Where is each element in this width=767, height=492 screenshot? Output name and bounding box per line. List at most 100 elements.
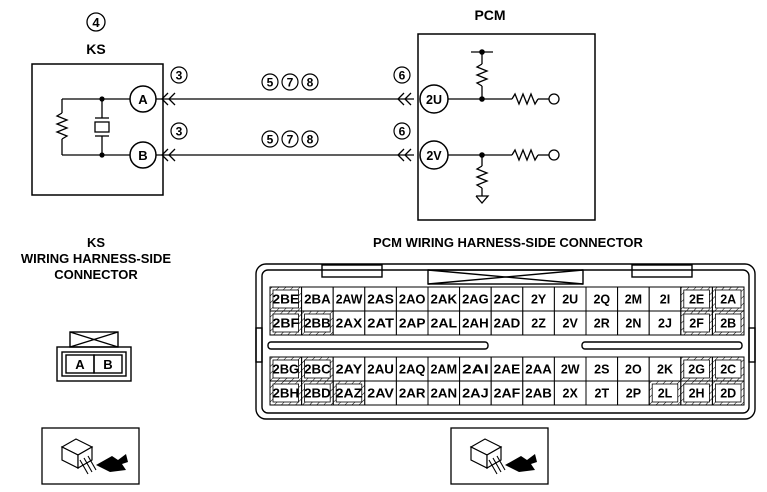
pcm-connector-pin: 2F xyxy=(680,310,713,336)
pcm-connector-pin: 2Y xyxy=(522,286,555,312)
pcm-connector-pin-label: 2AL xyxy=(431,317,458,331)
callout-number: 7 xyxy=(287,76,294,90)
pcm-connector-housing xyxy=(255,263,756,420)
pcm-connector-pin: 2A xyxy=(711,286,745,312)
pcm-connector-pin: 2AO xyxy=(395,286,429,312)
pcm-connector-pin: 2W xyxy=(553,356,587,382)
ks-pin-a: A xyxy=(129,85,157,113)
pcm-connector-pin: 2AA xyxy=(522,356,555,382)
pcm-connector-pin: 2X xyxy=(553,380,587,406)
pcm-pin-upper-label: 2U xyxy=(426,93,442,107)
pcm-connector-pin-label: 2BC xyxy=(304,363,331,377)
ks-pin-a-label: A xyxy=(138,92,148,107)
pcm-connector-pin: 2C xyxy=(711,356,745,382)
pcm-connector-pin-label: 2AP xyxy=(399,317,426,331)
callout-number: 7 xyxy=(287,133,294,147)
callout-number: 8 xyxy=(307,133,314,147)
junction-dot xyxy=(99,96,105,102)
pcm-connector-pin-label: 2AA xyxy=(525,363,552,377)
callout-number: 6 xyxy=(399,69,406,83)
pcm-connector-pin: 2BC xyxy=(301,356,334,382)
pcm-connector-pin-label: 2AD xyxy=(494,317,521,331)
pcm-connector-pin: 2U xyxy=(553,286,587,312)
pcm-connector-pin-label: 2AO xyxy=(399,293,426,307)
pcm-connector-pin-label: 2Z xyxy=(531,317,546,331)
pcm-connector-pin: 2BA xyxy=(301,286,334,312)
ks-pin-b: B xyxy=(129,141,157,169)
connector-view-icon xyxy=(450,427,549,485)
pcm-connector-pin-label: 2BF xyxy=(273,317,300,331)
pcm-connector-pin: 2AK xyxy=(427,286,461,312)
pcm-connector-pin: 2O xyxy=(617,356,650,382)
ks-connector-title-line: CONNECTOR xyxy=(54,267,138,282)
pcm-connector-pin-label: 2AZ xyxy=(336,387,363,401)
pcm-connector-pin-label: 2AM xyxy=(431,363,458,377)
pcm-connector-pin-label: 2AW xyxy=(336,293,363,307)
pcm-connector-pin: 2D xyxy=(711,380,745,406)
ks-internal-circuit xyxy=(55,98,130,156)
pcm-connector-pin: 2BH xyxy=(269,380,303,406)
ks-pin-b-label: B xyxy=(138,148,147,163)
callout-number: 5 xyxy=(267,133,274,147)
pcm-connector-pin-label: 2J xyxy=(658,317,672,331)
ks-connector-title-line: WIRING HARNESS-SIDE xyxy=(21,251,172,266)
pcm-connector-pin: 2P xyxy=(617,380,650,406)
pcm-connector-pin-label: 2X xyxy=(563,387,579,401)
ks-callout-number: 4 xyxy=(92,15,100,30)
pcm-title: PCM xyxy=(474,7,505,23)
pcm-connector-pin-label: 2R xyxy=(594,317,610,331)
pcm-connector-pin-label: 2AB xyxy=(525,387,552,401)
pcm-connector-pin-label: 2P xyxy=(626,387,641,401)
pcm-connector-pin-label: 2K xyxy=(657,363,673,377)
ks-connector-title-line: KS xyxy=(87,235,105,250)
pcm-connector-pin: 2AW xyxy=(332,286,366,312)
pcm-connector-pin-label: 2N xyxy=(625,317,641,331)
pcm-connector-pin-label: 2AC xyxy=(494,293,521,307)
pcm-connector-pin: 2L xyxy=(648,380,682,406)
pcm-pin-lower-label: 2V xyxy=(426,149,442,163)
pcm-connector-pin-label: 2AG xyxy=(462,293,489,307)
pcm-connector-pin: 2BF xyxy=(269,310,303,336)
junction-dot xyxy=(479,152,485,158)
pcm-connector-pin: 2S xyxy=(585,356,619,382)
pcm-connector-pin: 2N xyxy=(617,310,650,336)
pcm-pin-lower: 2V xyxy=(419,140,449,170)
ks-connector-face xyxy=(56,331,132,382)
pcm-connector-pin-label: 2S xyxy=(594,363,609,377)
pcm-connector-pin-label: 2AS xyxy=(367,293,394,307)
ks-pin-b-callout: 3 xyxy=(170,122,188,140)
pcm-connector-pin-label: 2AE xyxy=(494,363,521,377)
pcm-connector-pin-label: 2I xyxy=(660,293,670,307)
pcm-connector-pin: 2R xyxy=(585,310,619,336)
pcm-box xyxy=(417,33,596,221)
pcm-connector-pin: 2BG xyxy=(269,356,303,382)
pcm-connector-pin: 2AR xyxy=(395,380,429,406)
pcm-connector-pin: 2AU xyxy=(364,356,397,382)
pcm-connector-pin: 2J xyxy=(648,310,682,336)
pcm-connector-pin: 2AS xyxy=(364,286,397,312)
pcm-connector-pin: 2AY xyxy=(332,356,366,382)
pcm-connector-pin-label: 2U xyxy=(562,293,578,307)
pcm-pin-upper-callout: 6 xyxy=(393,66,411,84)
pcm-connector-pin: 2AB xyxy=(522,380,555,406)
ks-box xyxy=(31,63,164,196)
pcm-pin-lower-callout: 6 xyxy=(393,122,411,140)
pcm-connector-pin-label: 2AF xyxy=(494,387,521,401)
pcm-connector-pin-label: 2W xyxy=(561,363,580,377)
pcm-connector-pin-label: 2A xyxy=(720,293,736,307)
pcm-connector-pin: 2AL xyxy=(427,310,461,336)
pcm-connector-pin-label: 2M xyxy=(625,293,642,307)
pcm-connector-pin: 2AM xyxy=(427,356,461,382)
pcm-connector-pin-label: 2F xyxy=(689,317,704,331)
pcm-connector-pin: 2AG xyxy=(459,286,492,312)
pcm-connector-pin: 2T xyxy=(585,380,619,406)
pcm-connector-pin-label: 2AR xyxy=(399,387,426,401)
pcm-connector-pin: 2H xyxy=(680,380,713,406)
pcm-connector-pin-label: 2H xyxy=(689,387,705,401)
wire-lower xyxy=(156,148,414,162)
ks-title: KS xyxy=(86,41,105,57)
pcm-connector-pin-label: 2V xyxy=(563,317,579,331)
pcm-connector-pin-label: 2AY xyxy=(336,363,363,377)
wire-upper xyxy=(156,92,414,106)
